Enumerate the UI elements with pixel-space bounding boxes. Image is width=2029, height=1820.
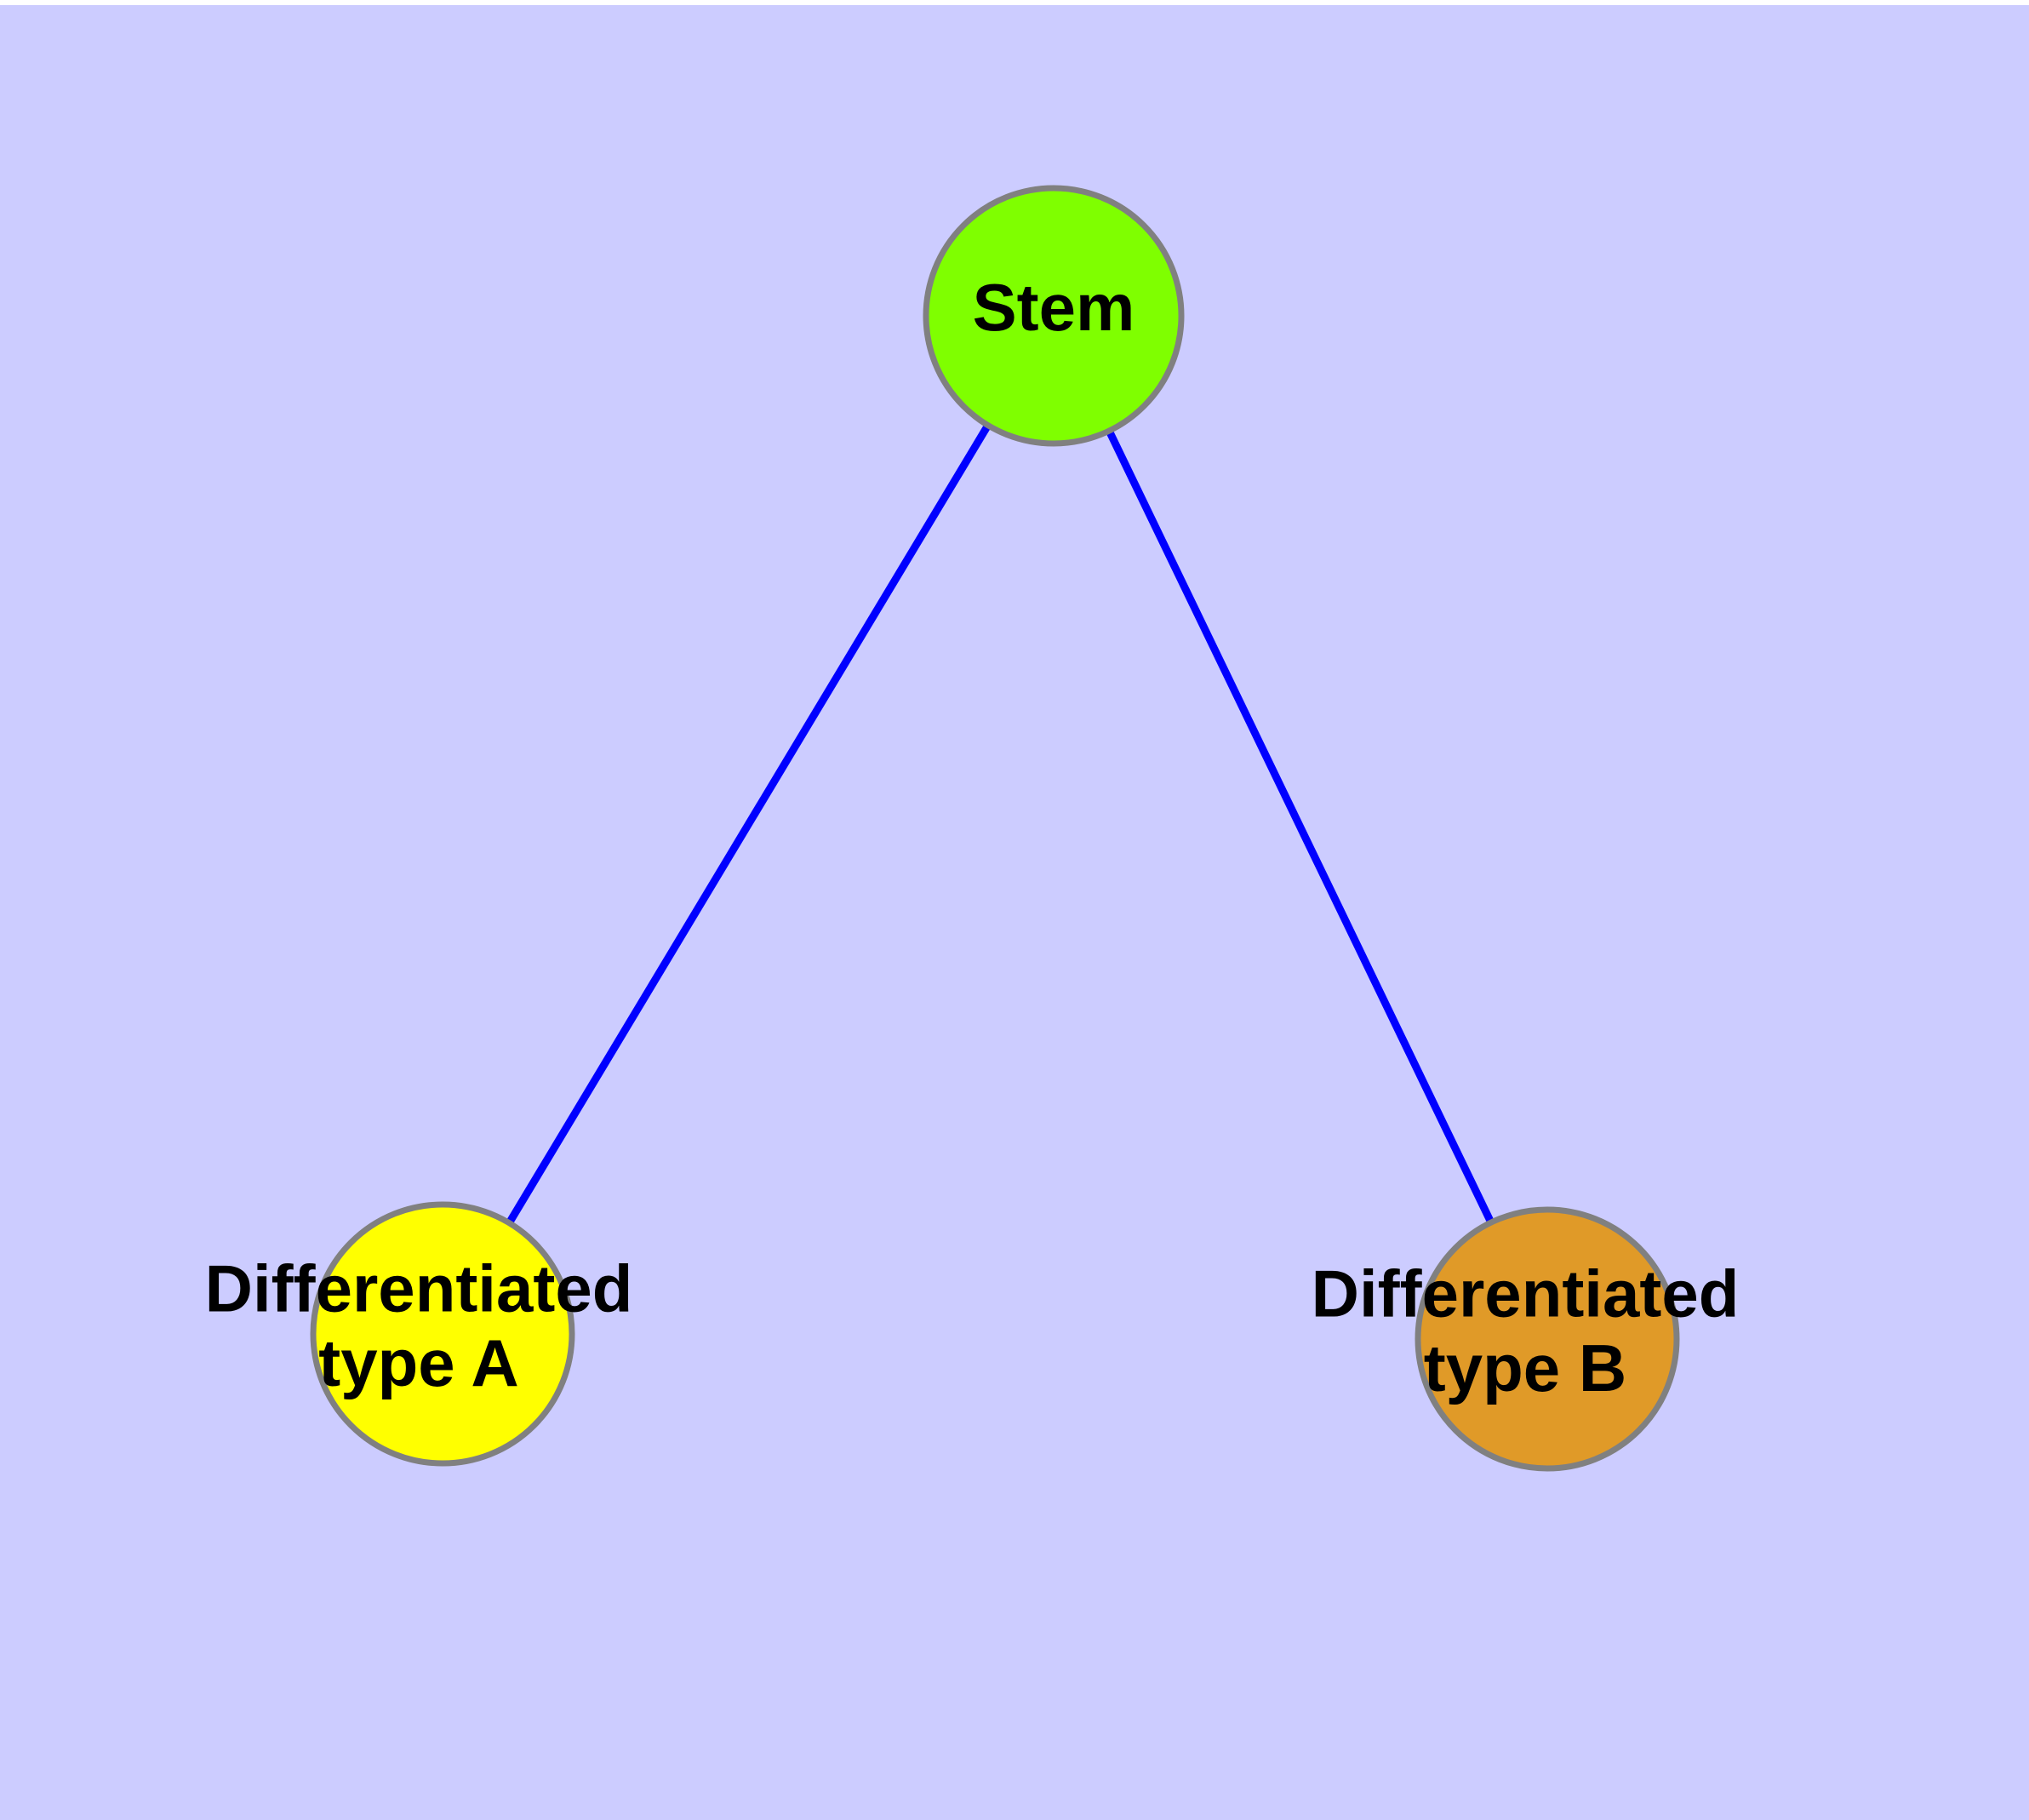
node-circle-diff_a[interactable] [310,1201,575,1467]
node-circle-stem[interactable] [923,185,1185,447]
graph-edge-stem-to-diff_b[interactable] [1049,314,1552,1341]
node-circle-diff_b[interactable] [1415,1206,1680,1472]
node-label-line: type B [1424,1331,1626,1405]
graph-node-stem[interactable] [923,185,1185,447]
graph-edge-stem-to-diff_a[interactable] [439,313,1057,1336]
graph-node-diff_b[interactable] [1415,1206,1680,1472]
node-label-line: Differentiated [1312,1256,1740,1331]
edges-layer [439,313,1552,1341]
graph-node-diff_a[interactable] [310,1201,575,1467]
node-label-line: Differentiated [205,1251,633,1325]
node-label-line: type A [318,1325,519,1400]
node-label-stem: Stem [973,270,1135,345]
node-label-line: Stem [973,270,1135,345]
